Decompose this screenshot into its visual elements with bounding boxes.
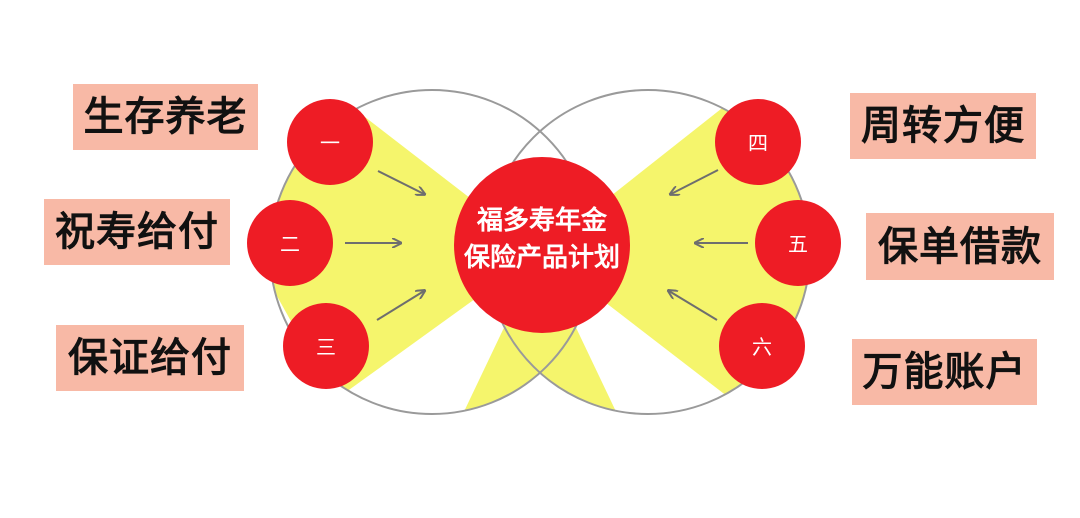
arrow-4 [671,169,719,194]
label-birthday-benefit: 祝寿给付 [44,199,230,265]
center-title-line2: 保险产品计划 [463,242,620,273]
number-node-4-text: 四 [748,131,768,155]
label-universal-account: 万能账户 [852,339,1037,405]
arrow-6 [669,291,718,321]
number-node-6-text: 六 [752,335,772,359]
number-node-6: 六 [719,303,805,389]
label-guaranteed-benefit: 保证给付 [56,325,244,391]
center-circle [454,157,630,333]
number-node-3-text: 三 [316,335,336,359]
number-node-2-text: 二 [280,232,300,256]
label-policy-loan: 保单借款 [866,213,1054,280]
label-convenient-turnover: 周转方便 [850,93,1036,159]
arrow-3 [376,291,424,321]
number-node-5-text: 五 [788,232,808,256]
number-node-2: 二 [247,200,333,286]
arrow-1 [377,170,424,194]
number-node-5: 五 [755,200,841,286]
number-node-1-text: 一 [320,131,340,155]
label-survival-pension: 生存养老 [73,84,258,150]
center-title-line1: 福多寿年金 [476,205,608,236]
number-node-4: 四 [715,99,801,185]
number-node-3: 三 [283,303,369,389]
number-node-1: 一 [287,99,373,185]
